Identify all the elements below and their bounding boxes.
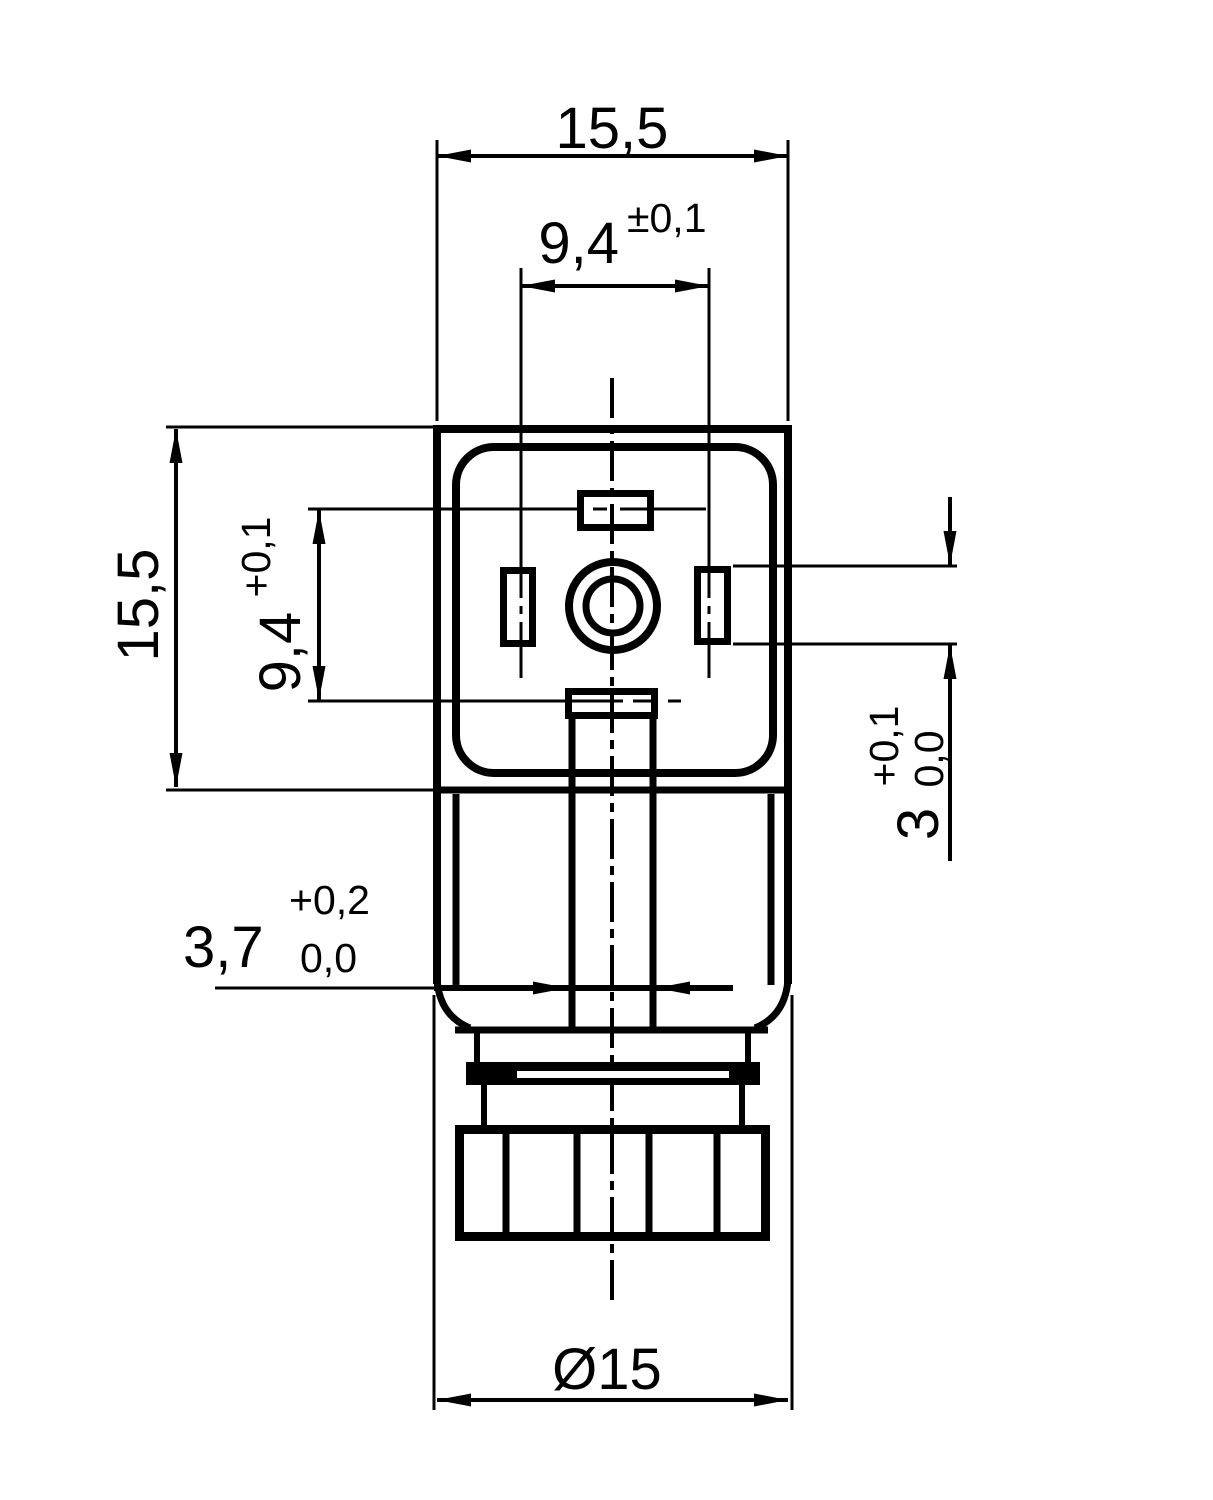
body-chamfer-right <box>753 979 792 1032</box>
label-nut-diameter: Ø15 <box>552 1337 662 1402</box>
label-overall-width: 15,5 <box>556 96 669 161</box>
dimension-lines <box>169 149 957 1407</box>
dimension-labels: 15,5 9,4 ±0,1 15,5 9,4 +0,1 3 +0,1 0,0 3… <box>106 96 952 1402</box>
connector-body <box>433 425 792 1032</box>
label-pin-pitch-h-tolerance: ±0,1 <box>627 195 707 241</box>
cable-gland <box>455 1026 770 1241</box>
label-pin-pitch-h: 9,4 <box>538 211 619 276</box>
body-inner-contour <box>452 443 777 777</box>
pin-slot-left <box>500 567 536 647</box>
body-chamfer-left <box>433 979 472 1032</box>
knurled-nut <box>455 1125 770 1241</box>
label-pin-pitch-v-tolerance: +0,1 <box>233 517 279 598</box>
pin-slot-top <box>577 490 654 531</box>
label-cable-entry-width: 3,7 <box>183 915 264 980</box>
label-cable-entry-tolerance-upper: +0,2 <box>289 877 370 923</box>
pin-slots <box>500 490 731 719</box>
center-hole <box>565 558 661 654</box>
body-outline <box>433 425 792 984</box>
center-hole-inner <box>582 575 644 637</box>
center-hole-outer <box>565 558 661 654</box>
gland-flange-stripe <box>517 1071 729 1078</box>
centerline-break-masks <box>514 503 715 706</box>
nut-outline <box>455 1125 770 1241</box>
pin-slot-bottom <box>565 688 658 719</box>
label-overall-height: 15,5 <box>106 549 171 662</box>
pin-slot-right <box>694 566 731 645</box>
label-pin-slot-tolerance-lower: 0,0 <box>906 731 952 788</box>
label-cable-entry-tolerance-lower: 0,0 <box>300 935 357 981</box>
label-pin-slot-tolerance-upper: +0,1 <box>861 706 907 787</box>
label-pin-pitch-v: 9,4 <box>248 612 313 693</box>
label-pin-slot-width: 3 <box>886 808 951 840</box>
